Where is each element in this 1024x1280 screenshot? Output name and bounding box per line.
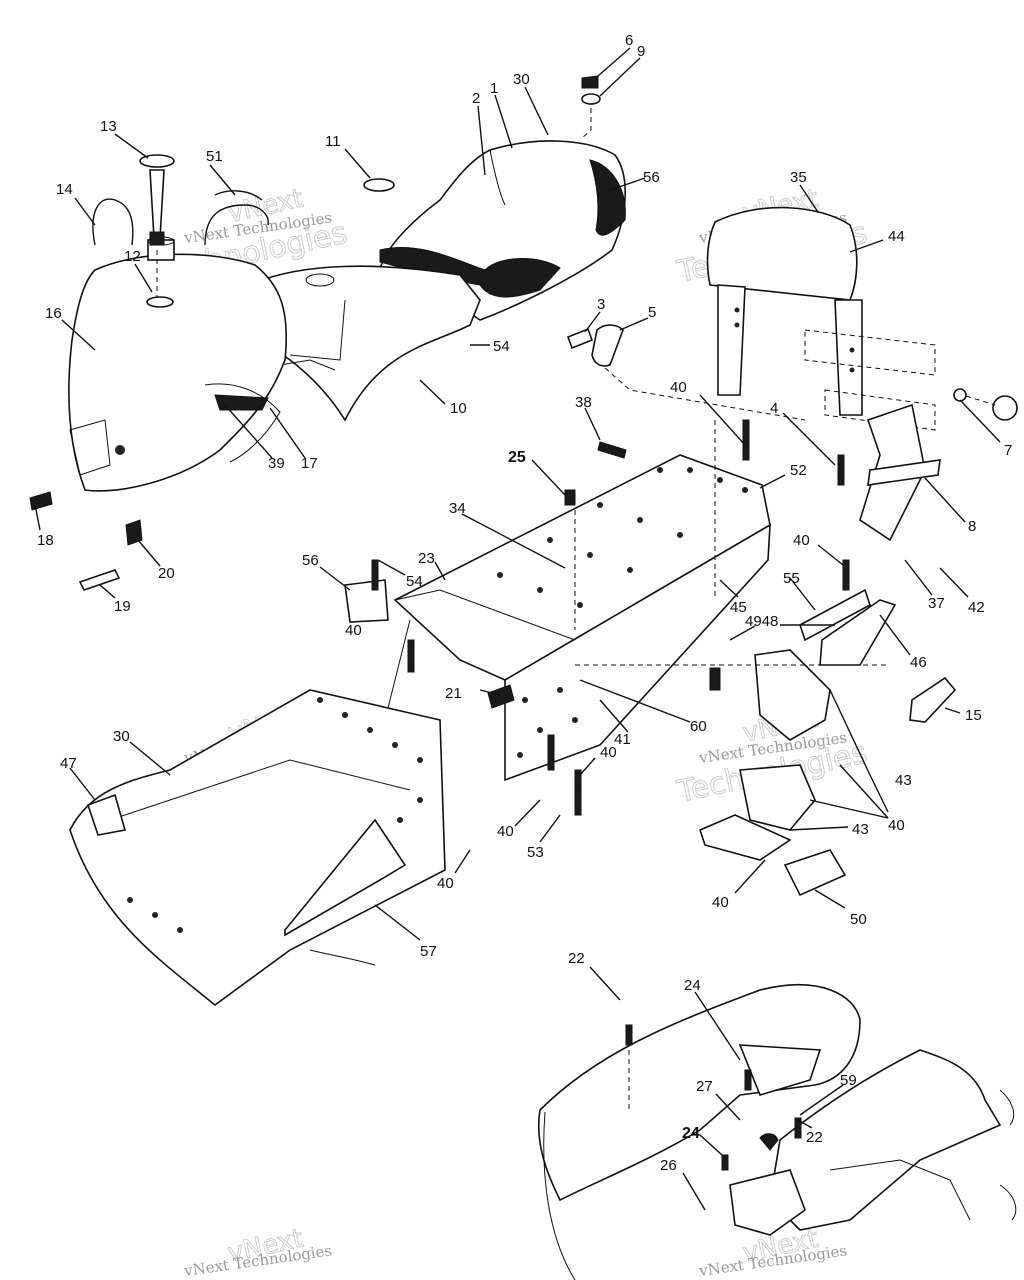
callout-55: 55 <box>783 570 800 587</box>
callout-60: 60 <box>690 718 707 735</box>
main-frame-tunnel <box>384 454 771 782</box>
front-frame-holes <box>127 697 423 933</box>
seat-base-console <box>233 265 481 422</box>
callout-52: 52 <box>790 462 807 479</box>
backrest <box>706 206 936 431</box>
callout-53: 53 <box>527 844 544 861</box>
callout-labels: 6 9 2 1 30 56 13 51 11 14 12 35 44 16 3 … <box>37 32 1012 1174</box>
watermark-bottom-left: vNext vNext Technologies <box>182 1223 333 1280</box>
callout-35: 35 <box>790 169 807 186</box>
callout-59: 59 <box>840 1072 857 1089</box>
callout-38: 38 <box>575 394 592 411</box>
callout-1: 1 <box>490 80 498 97</box>
front-frame <box>69 579 446 1007</box>
callout-34: 34 <box>449 500 466 517</box>
callout-37: 37 <box>928 595 945 612</box>
callout-5: 5 <box>648 304 656 321</box>
callout-40: 40 <box>793 532 810 549</box>
callout-16: 16 <box>45 305 62 322</box>
lower-rear-assembly <box>537 984 1017 1280</box>
callout-26: 26 <box>660 1157 677 1174</box>
callout-40: 40 <box>670 379 687 396</box>
callout-4948: 4948 <box>745 613 778 630</box>
callout-2: 2 <box>472 90 480 107</box>
leader-lines <box>34 47 1001 1211</box>
callout-40: 40 <box>888 817 905 834</box>
callout-50: 50 <box>850 911 867 928</box>
callout-54: 54 <box>493 338 510 355</box>
callout-9: 9 <box>637 43 645 60</box>
callout-19: 19 <box>114 598 131 615</box>
callout-45: 45 <box>730 599 747 616</box>
callout-6: 6 <box>625 32 633 49</box>
callout-14: 14 <box>56 181 73 198</box>
callout-12: 12 <box>124 248 141 265</box>
callout-40: 40 <box>497 823 514 840</box>
callout-22: 22 <box>568 950 585 967</box>
callout-40: 40 <box>345 622 362 639</box>
callout-40: 40 <box>600 744 617 761</box>
callout-39: 39 <box>268 455 285 472</box>
side-brackets <box>699 588 957 897</box>
callout-51: 51 <box>206 148 223 165</box>
callout-4: 4 <box>770 400 778 417</box>
callout-17: 17 <box>301 455 318 472</box>
backrest-bracket <box>859 388 1018 542</box>
callout-56: 56 <box>302 552 319 569</box>
callout-40: 40 <box>712 894 729 911</box>
callout-40: 40 <box>437 875 454 892</box>
callout-15: 15 <box>965 707 982 724</box>
callout-23: 23 <box>418 550 435 567</box>
callout-47: 47 <box>60 755 77 772</box>
fuel-hoses <box>92 190 269 246</box>
callout-41: 41 <box>614 731 631 748</box>
callout-20: 20 <box>158 565 175 582</box>
callout-8: 8 <box>968 518 976 535</box>
callout-43: 43 <box>852 821 869 838</box>
callout-18: 18 <box>37 532 54 549</box>
callout-24: 24 <box>682 1125 700 1142</box>
callout-54: 54 <box>406 573 423 590</box>
callout-30: 30 <box>113 728 130 745</box>
callout-57: 57 <box>420 943 437 960</box>
callout-13: 13 <box>100 118 117 135</box>
callout-11: 11 <box>325 133 341 150</box>
fuel-cap <box>139 154 175 308</box>
fasteners <box>29 419 890 816</box>
callout-7: 7 <box>1004 442 1012 459</box>
callout-21: 21 <box>445 685 462 702</box>
callout-27: 27 <box>696 1078 713 1095</box>
callout-44: 44 <box>888 228 905 245</box>
callout-24: 24 <box>684 977 701 994</box>
grommets-and-nuts <box>363 75 601 192</box>
callout-3: 3 <box>597 296 605 313</box>
fuel-tank <box>68 236 288 492</box>
callout-43: 43 <box>895 772 912 789</box>
callout-25: 25 <box>508 449 526 466</box>
callout-46: 46 <box>910 654 927 671</box>
callout-10: 10 <box>450 400 467 417</box>
callout-56: 56 <box>643 169 660 186</box>
frame-holes <box>497 467 748 758</box>
callout-22: 22 <box>806 1129 823 1146</box>
callout-42: 42 <box>968 599 985 616</box>
latch-parts <box>566 324 806 421</box>
callout-30: 30 <box>513 71 530 88</box>
